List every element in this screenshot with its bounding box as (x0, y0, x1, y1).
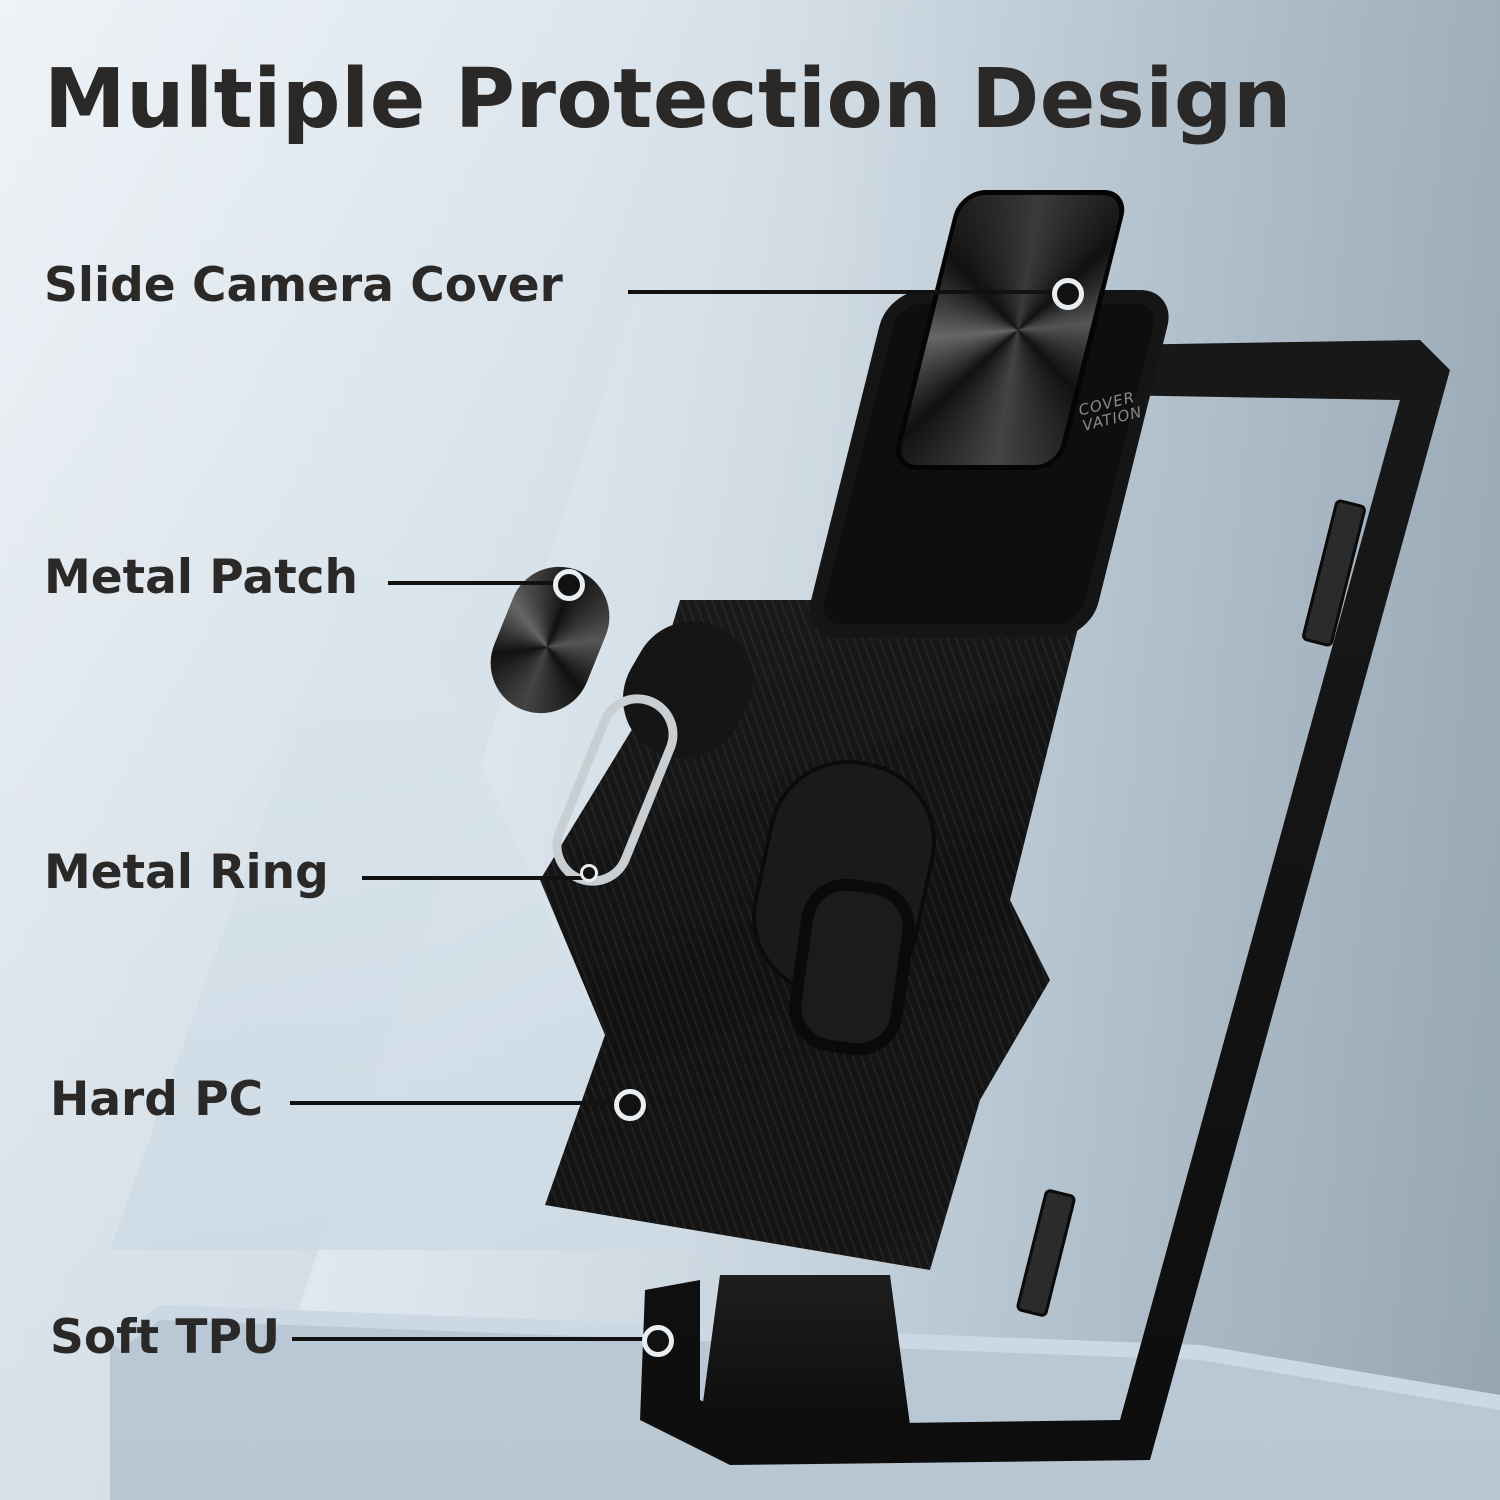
callout-label: Soft TPU (50, 1310, 281, 1365)
callout-line (362, 876, 584, 880)
callout-dot-icon (580, 864, 598, 882)
bottom-corner-bumper (700, 1275, 910, 1425)
callout-dot-icon (1052, 278, 1084, 310)
callout-label: Hard PC (50, 1072, 264, 1127)
callout-dot-icon (642, 1325, 674, 1357)
callout-dot-icon (614, 1089, 646, 1121)
callout-label: Metal Patch (44, 550, 358, 605)
callout-label: Slide Camera Cover (44, 258, 563, 313)
callout-line (628, 290, 1058, 294)
callout-label: Metal Ring (44, 845, 329, 900)
callout-dot-icon (553, 569, 585, 601)
callout-line (290, 1101, 620, 1105)
callout-line (388, 581, 560, 585)
callout-line (292, 1337, 644, 1341)
page-title: Multiple Protection Design (44, 52, 1292, 147)
